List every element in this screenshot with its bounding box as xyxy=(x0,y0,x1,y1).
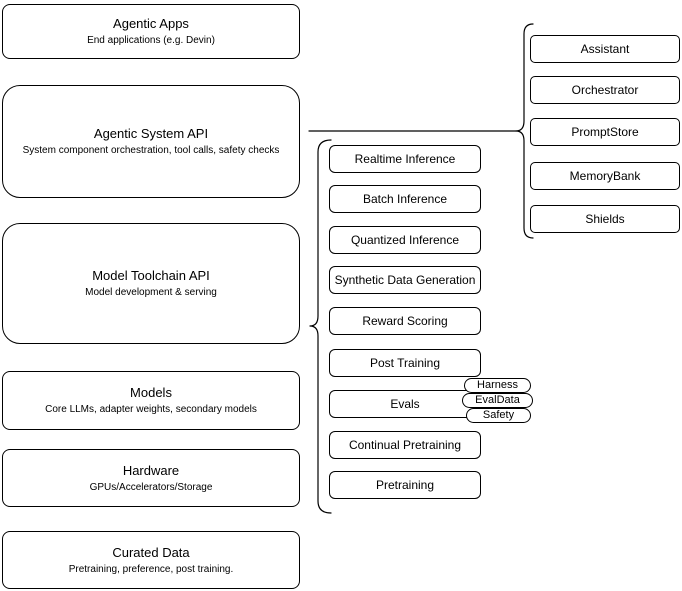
toolchain-item-synthetic-data-generation: Synthetic Data Generation xyxy=(329,266,481,294)
component-shields: Shields xyxy=(530,205,680,233)
box-title: Models xyxy=(130,385,172,400)
box-subtitle: End applications (e.g. Devin) xyxy=(87,35,215,46)
box-agentic-apps: Agentic Apps End applications (e.g. Devi… xyxy=(2,4,300,59)
box-agentic-system-api: Agentic System API System component orch… xyxy=(2,85,300,198)
toolchain-item-post-training: Post Training xyxy=(329,349,481,377)
toolchain-item-batch-inference: Batch Inference xyxy=(329,185,481,213)
eval-tag-safety: Safety xyxy=(466,408,531,423)
toolchain-item-realtime-inference: Realtime Inference xyxy=(329,145,481,173)
eval-tag-evaldata: EvalData xyxy=(462,393,533,408)
toolchain-item-continual-pretraining: Continual Pretraining xyxy=(329,431,481,459)
box-model-toolchain-api: Model Toolchain API Model development & … xyxy=(2,223,300,344)
component-memorybank: MemoryBank xyxy=(530,162,680,190)
component-promptstore: PromptStore xyxy=(530,118,680,146)
box-hardware: Hardware GPUs/Accelerators/Storage xyxy=(2,449,300,507)
toolchain-brace xyxy=(309,139,332,514)
component-assistant: Assistant xyxy=(530,35,680,63)
box-subtitle: GPUs/Accelerators/Storage xyxy=(89,481,213,493)
box-title: Curated Data xyxy=(112,544,190,560)
eval-tag-harness: Harness xyxy=(464,378,531,393)
box-title: Hardware xyxy=(122,462,180,478)
component-orchestrator: Orchestrator xyxy=(530,76,680,104)
box-models: Models Core LLMs, adapter weights, secon… xyxy=(2,371,300,430)
toolchain-item-reward-scoring: Reward Scoring xyxy=(329,307,481,335)
box-title: Agentic System API xyxy=(93,126,209,141)
box-subtitle: Core LLMs, adapter weights, secondary mo… xyxy=(45,404,257,415)
box-curated-data: Curated Data Pretraining, preference, po… xyxy=(2,531,300,589)
toolchain-item-pretraining: Pretraining xyxy=(329,471,481,499)
box-subtitle: Pretraining, preference, post training. xyxy=(68,563,234,575)
box-subtitle: Model development & serving xyxy=(85,287,217,298)
box-title: Model Toolchain API xyxy=(92,268,210,283)
box-subtitle: System component orchestration, tool cal… xyxy=(22,145,280,156)
box-title: Agentic Apps xyxy=(113,16,189,31)
toolchain-item-quantized-inference: Quantized Inference xyxy=(329,226,481,254)
toolchain-item-evals: Evals xyxy=(329,390,481,418)
